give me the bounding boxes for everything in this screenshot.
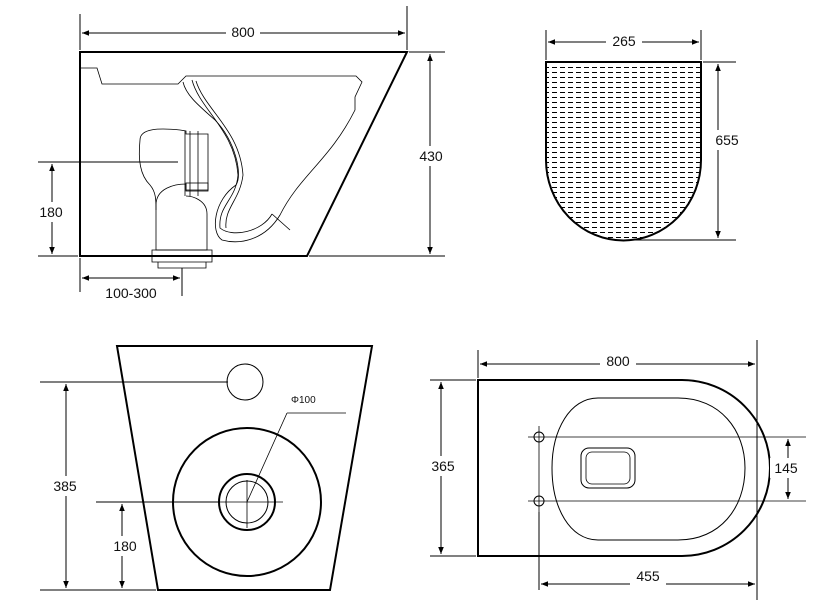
seat-top-view-outline	[545, 61, 702, 242]
side-view-outlet-height-label: 180	[39, 204, 63, 220]
plan-view-bowl-rim	[551, 397, 746, 541]
rear-view-height-label: 385	[53, 478, 77, 494]
rear-view-outlet-height-label: 180	[113, 538, 137, 554]
seat-width-label: 265	[612, 33, 636, 49]
rear-view-inlet-circle	[226, 363, 264, 401]
plan-view-width-label: 365	[431, 458, 455, 474]
rear-view: Φ100 385 180	[40, 345, 374, 591]
side-view: 800 430 180 100-300	[34, 6, 448, 301]
side-view-width-label: 800	[231, 24, 255, 40]
side-view-height-label: 430	[419, 148, 443, 164]
plan-view: 800 365 145 455	[424, 340, 806, 600]
plan-view-bolt-spacing-label: 145	[774, 460, 798, 476]
plan-view-length-label: 800	[606, 353, 630, 369]
seat-top-view: 265 655	[545, 30, 739, 242]
plan-view-bolt-setout-label: 455	[636, 568, 660, 584]
side-view-outlet	[139, 128, 209, 251]
plan-view-outline	[477, 379, 771, 557]
plan-view-flush-opening	[580, 447, 636, 489]
side-view-setout-label: 100-300	[105, 285, 157, 301]
rear-view-pipe-label: Φ100	[291, 395, 316, 406]
side-view-outline	[79, 51, 409, 257]
rear-view-outline	[115, 345, 374, 591]
seat-length-label: 655	[715, 132, 739, 148]
